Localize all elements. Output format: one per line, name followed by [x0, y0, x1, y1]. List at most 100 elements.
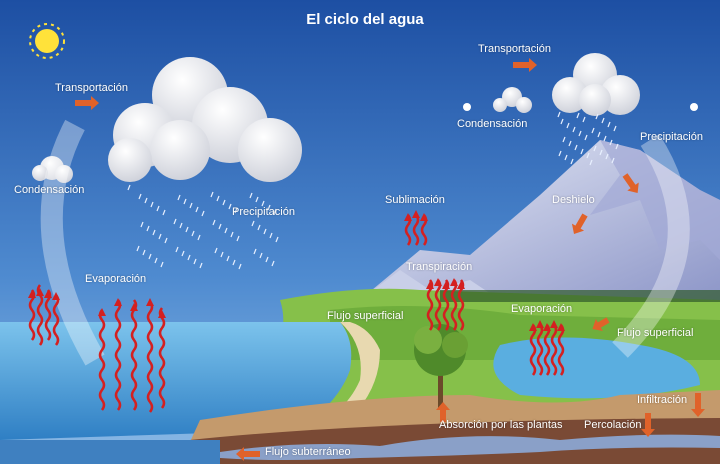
raindrop — [142, 249, 146, 256]
flow-arrows — [75, 58, 705, 461]
label-transport-left: Transportación — [55, 82, 128, 94]
vapor-arrow — [543, 324, 551, 376]
raindrop — [607, 121, 611, 128]
label-evaporation-sea: Evaporación — [85, 273, 147, 285]
raindrop — [570, 158, 574, 165]
raindrop — [576, 112, 580, 119]
vapor-arrow — [426, 279, 434, 331]
raindrop — [201, 210, 205, 217]
raindrop — [144, 197, 148, 204]
vapor-arrow — [457, 279, 465, 331]
label-sublimation: Sublimación — [385, 194, 445, 206]
raindrop — [586, 152, 590, 159]
arrow-head — [543, 323, 551, 331]
label-evaporation-lake: Evaporación — [511, 303, 573, 315]
raindrop — [562, 136, 566, 143]
raindrop — [181, 250, 185, 257]
raindrop — [160, 261, 164, 268]
diagram-title: El ciclo del agua — [306, 11, 424, 28]
raindrop — [187, 254, 191, 261]
raindrop — [210, 191, 214, 198]
raindrop — [578, 130, 582, 137]
cycle-swoosh-left — [40, 119, 105, 366]
arrow-head — [404, 213, 412, 221]
cloud-small-right — [493, 87, 532, 113]
vapor-arrow — [550, 324, 558, 376]
raindrop — [603, 135, 607, 142]
arrow-head — [36, 288, 44, 296]
raindrop — [574, 144, 578, 151]
raindrop — [595, 113, 599, 120]
arrow-head — [28, 290, 36, 298]
raindrop — [218, 223, 222, 230]
raindrop — [249, 192, 253, 199]
vapor-arrow — [536, 324, 544, 376]
arrow-head — [550, 320, 558, 328]
raindrop — [226, 255, 230, 262]
raindrop — [164, 237, 168, 244]
raindrop — [127, 184, 131, 191]
raindrop — [275, 236, 279, 243]
plant-uptake-arrow — [436, 402, 450, 422]
raindrop — [560, 118, 564, 125]
arrow-head — [529, 323, 537, 331]
raindrop — [193, 258, 197, 265]
raindrop — [584, 134, 588, 141]
label-runoff-right: Flujo superficial — [617, 327, 694, 339]
vapor-arrow — [529, 324, 537, 376]
tree — [414, 324, 468, 410]
label-snowmelt: Deshielo — [552, 194, 595, 206]
raindrop — [216, 195, 220, 202]
arrow-head — [434, 278, 442, 286]
raindrop — [253, 248, 257, 255]
raindrop — [154, 257, 158, 264]
label-condensation-left: Condensación — [14, 184, 85, 196]
runoff-arrow — [592, 317, 610, 332]
raindrop — [265, 256, 269, 263]
raindrop — [148, 253, 152, 260]
arrow-head — [98, 308, 106, 316]
raindrop — [191, 230, 195, 237]
arrow-head — [130, 303, 138, 311]
raindrop — [214, 247, 218, 254]
arrow-head — [52, 292, 60, 300]
raindrop — [199, 262, 203, 269]
label-percolation: Percolación — [584, 419, 642, 431]
raindrop — [152, 229, 156, 236]
snowmelt-arrow — [571, 213, 588, 235]
precipitation-drops — [127, 111, 619, 270]
snowmelt-arrow-top — [622, 173, 639, 194]
sun-icon — [29, 23, 65, 59]
vapor-arrow — [98, 309, 106, 411]
raindrop — [593, 145, 597, 152]
raindrop — [189, 202, 193, 209]
raindrop — [236, 235, 240, 242]
vapor-arrow — [158, 307, 166, 409]
label-transport-right: Transportación — [478, 43, 551, 55]
raindrop — [572, 126, 576, 133]
vapor-arrow — [412, 214, 420, 246]
sea — [0, 322, 352, 440]
label-transpiration: Transpiración — [406, 261, 473, 273]
raindrop — [613, 125, 617, 132]
label-precipitation-right: Precipitación — [640, 131, 703, 143]
arrow-head — [412, 210, 420, 218]
label-infiltration: Infiltración — [637, 394, 688, 406]
vapor-arrow — [28, 289, 36, 341]
cycle-swoosh-right — [612, 134, 690, 358]
vapor-arrow — [52, 294, 60, 346]
raindrop — [222, 199, 226, 206]
vapor-arrow — [114, 299, 122, 411]
raindrop — [609, 139, 613, 146]
raindrop — [158, 233, 162, 240]
raindrop — [138, 193, 142, 200]
raindrop — [597, 131, 601, 138]
label-condensation-right: Condensación — [457, 118, 528, 130]
raindrop — [255, 196, 259, 203]
arrow-head — [44, 290, 52, 298]
raindrop — [259, 252, 263, 259]
raindrop — [183, 198, 187, 205]
raindrop — [185, 226, 189, 233]
label-plant-uptake: Absorción por las plantas — [439, 419, 563, 431]
